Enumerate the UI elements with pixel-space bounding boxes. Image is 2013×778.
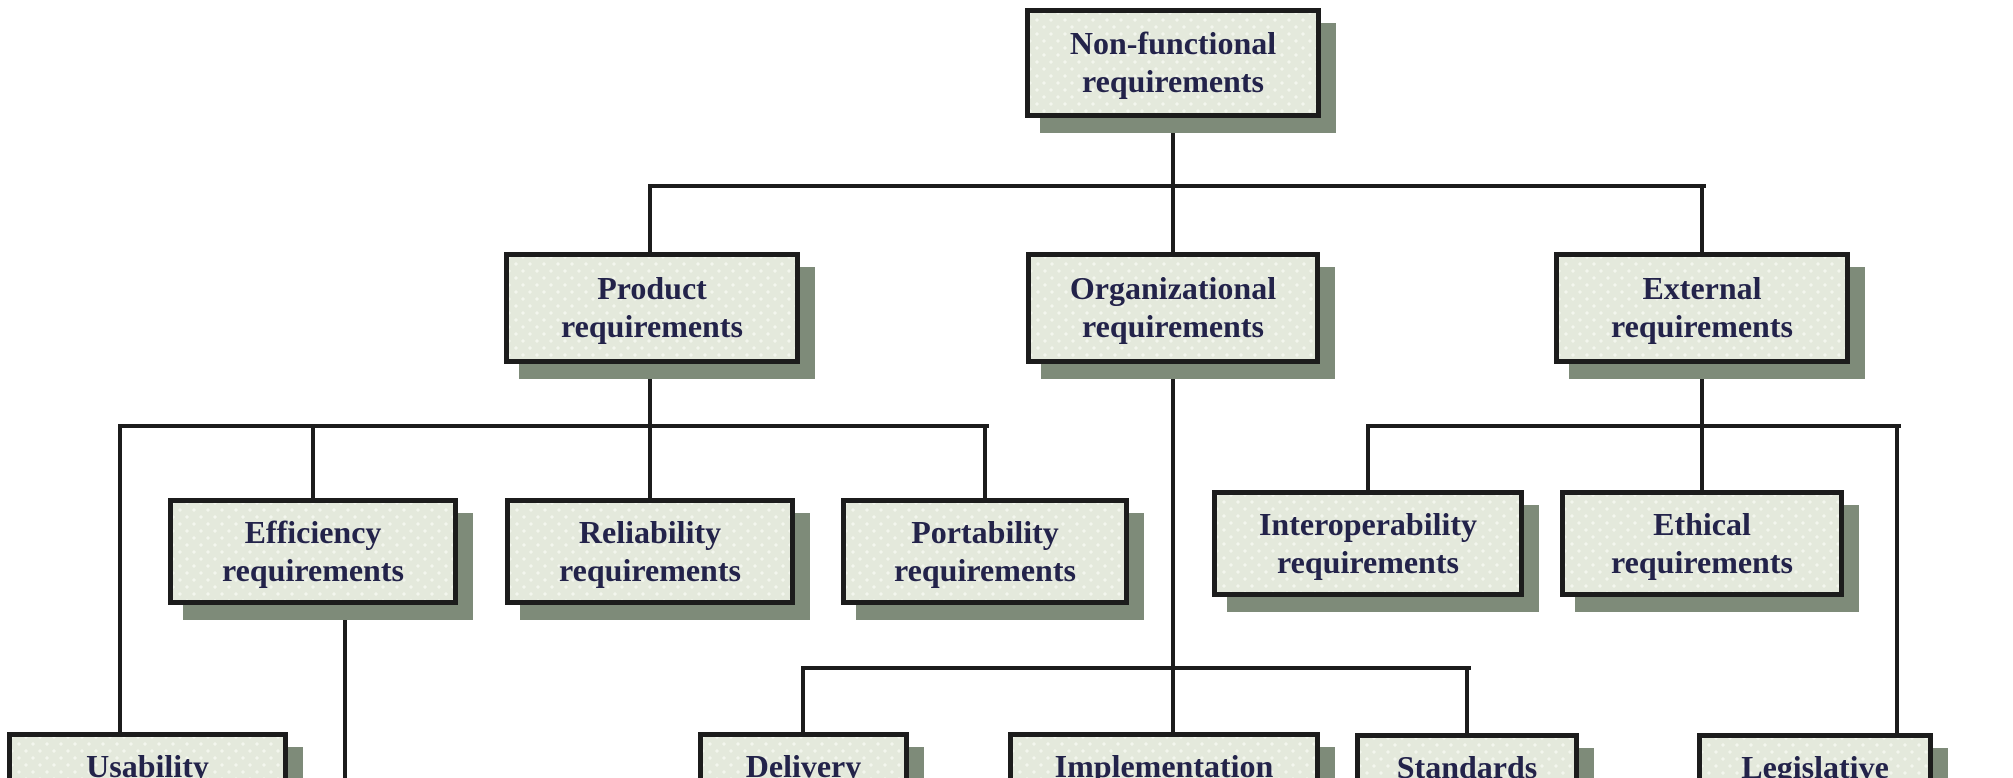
node-label: Standards <box>1396 749 1538 778</box>
node-label: Interoperability requirements <box>1258 505 1478 580</box>
connector-delivery-drop <box>801 666 805 732</box>
node-label: External requirements <box>1611 270 1793 344</box>
node-label: Ethical requirements <box>1611 505 1793 580</box>
node-implementation: Implementation <box>1008 732 1320 778</box>
node-non-functional-requirements: Non-functional requirements <box>1025 8 1321 118</box>
node-efficiency-requirements: Efficiency requirements <box>168 498 458 605</box>
node-product-requirements: Product requirements <box>504 252 800 364</box>
node-label: Non-functional requirements <box>1069 25 1277 99</box>
connector-external-stem-top <box>1700 184 1704 252</box>
node-interoperability-requirements: Interoperability requirements <box>1212 490 1524 597</box>
node-label: Product requirements <box>561 270 743 344</box>
connector-legislative-drop <box>1895 424 1899 733</box>
node-portability-requirements: Portability requirements <box>841 498 1129 605</box>
node-standards: Standards <box>1355 733 1579 778</box>
connector-usability-drop <box>118 424 122 732</box>
connector-external-children-horizontal <box>1366 424 1901 428</box>
connector-organizational-implementation-stem <box>1171 364 1175 732</box>
node-label: Legislative <box>1741 749 1889 778</box>
node-usability: Usability <box>7 732 288 778</box>
node-legislative: Legislative <box>1697 733 1933 778</box>
node-reliability-requirements: Reliability requirements <box>505 498 795 605</box>
node-label: Efficiency requirements <box>222 513 404 588</box>
connector-product-stem-top <box>648 184 652 252</box>
connector-efficiency-children-stem <box>343 605 347 778</box>
node-ethical-requirements: Ethical requirements <box>1560 490 1844 597</box>
node-label: Implementation <box>1054 748 1274 778</box>
connector-product-reliability-stem <box>648 364 652 498</box>
connector-efficiency-drop <box>311 424 315 498</box>
node-label: Delivery <box>745 748 862 778</box>
connector-organizational-children-horizontal <box>801 666 1471 670</box>
connector-interoperability-drop <box>1366 424 1370 490</box>
connector-standards-drop <box>1465 666 1469 733</box>
connector-product-children-horizontal <box>118 424 989 428</box>
connector-portability-drop <box>983 424 987 498</box>
node-external-requirements: External requirements <box>1554 252 1850 364</box>
node-label: Organizational requirements <box>1069 270 1277 344</box>
node-label: Reliability requirements <box>559 513 741 588</box>
node-organizational-requirements: Organizational requirements <box>1026 252 1320 364</box>
node-label: Portability requirements <box>894 513 1076 588</box>
node-label: Usability <box>86 748 209 778</box>
connector-level1-horizontal <box>650 184 1706 188</box>
node-delivery: Delivery <box>698 732 909 778</box>
